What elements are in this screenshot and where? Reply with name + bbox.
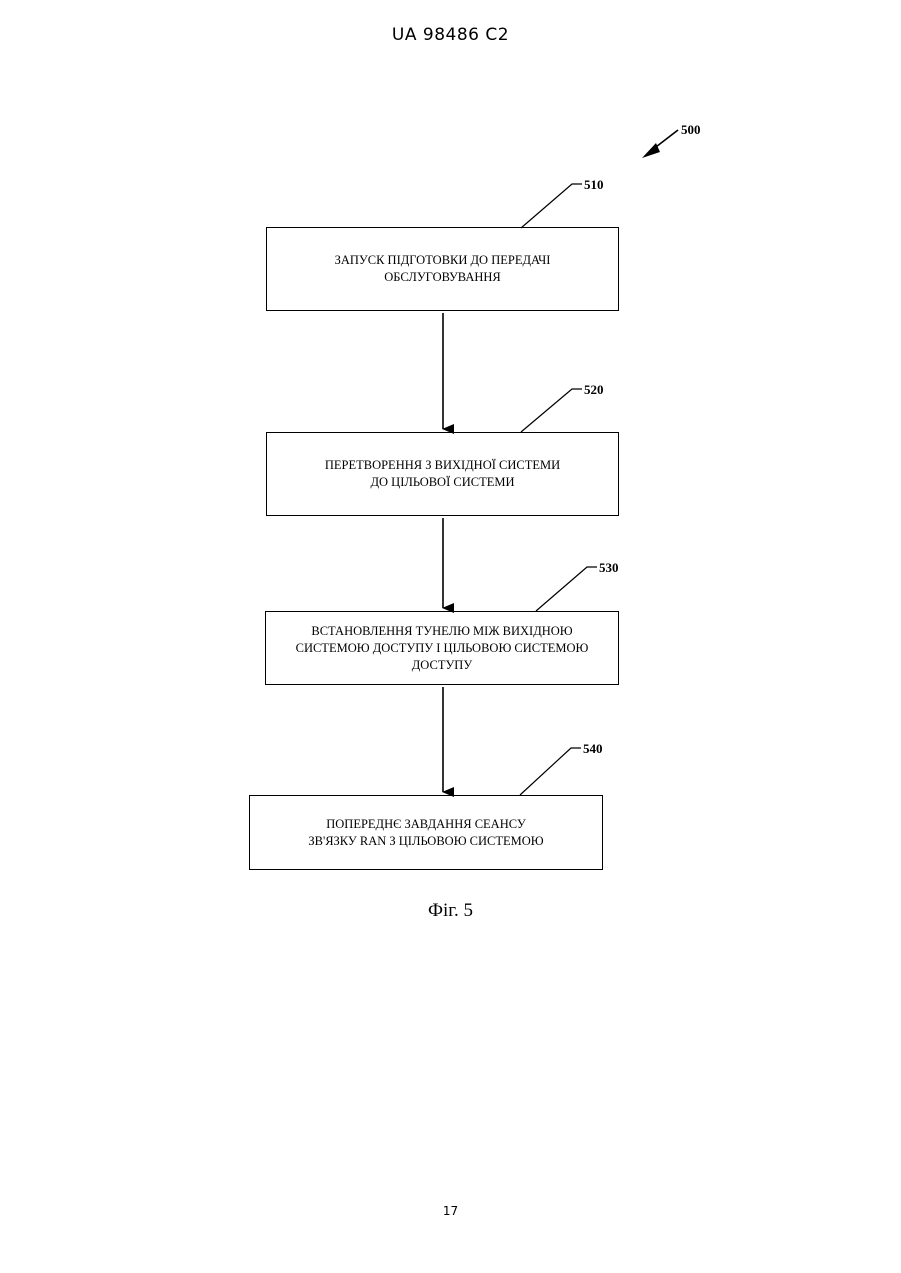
flow-step-box: ПОПЕРЕДНЄ ЗАВДАННЯ СЕАНСУ ЗВ'ЯЗКУ RAN З … bbox=[249, 795, 603, 870]
flow-step-text: ЗАПУСК ПІДГОТОВКИ ДО ПЕРЕДАЧІ ОБСЛУГОВУВ… bbox=[335, 252, 551, 286]
leader-line-530 bbox=[536, 567, 597, 611]
flow-step-box: ПЕРЕТВОРЕННЯ З ВИХІДНОЇ СИСТЕМИ ДО ЦІЛЬО… bbox=[266, 432, 619, 516]
flow-step-box: ВСТАНОВЛЕННЯ ТУНЕЛЮ МІЖ ВИХІДНОЮ СИСТЕМО… bbox=[265, 611, 619, 685]
leader-line-540 bbox=[520, 748, 581, 795]
leader-line-510 bbox=[521, 184, 582, 228]
figure-ref-arrow bbox=[642, 130, 678, 158]
flow-step-text: ПОПЕРЕДНЄ ЗАВДАННЯ СЕАНСУ ЗВ'ЯЗКУ RAN З … bbox=[308, 816, 543, 850]
flow-step-text: ВСТАНОВЛЕННЯ ТУНЕЛЮ МІЖ ВИХІДНОЮ СИСТЕМО… bbox=[296, 623, 589, 674]
flow-step-text: ПЕРЕТВОРЕННЯ З ВИХІДНОЇ СИСТЕМИ ДО ЦІЛЬО… bbox=[325, 457, 560, 491]
flow-step-box: ЗАПУСК ПІДГОТОВКИ ДО ПЕРЕДАЧІ ОБСЛУГОВУВ… bbox=[266, 227, 619, 311]
step-ref-label: 520 bbox=[584, 382, 604, 398]
leader-line-520 bbox=[521, 389, 582, 432]
step-ref-label: 530 bbox=[599, 560, 619, 576]
page-number: 17 bbox=[0, 1204, 901, 1218]
step-ref-label: 540 bbox=[583, 741, 603, 757]
figure-ref-label: 500 bbox=[681, 122, 701, 138]
figure-caption: Фіг. 5 bbox=[0, 900, 901, 922]
step-ref-label: 510 bbox=[584, 177, 604, 193]
